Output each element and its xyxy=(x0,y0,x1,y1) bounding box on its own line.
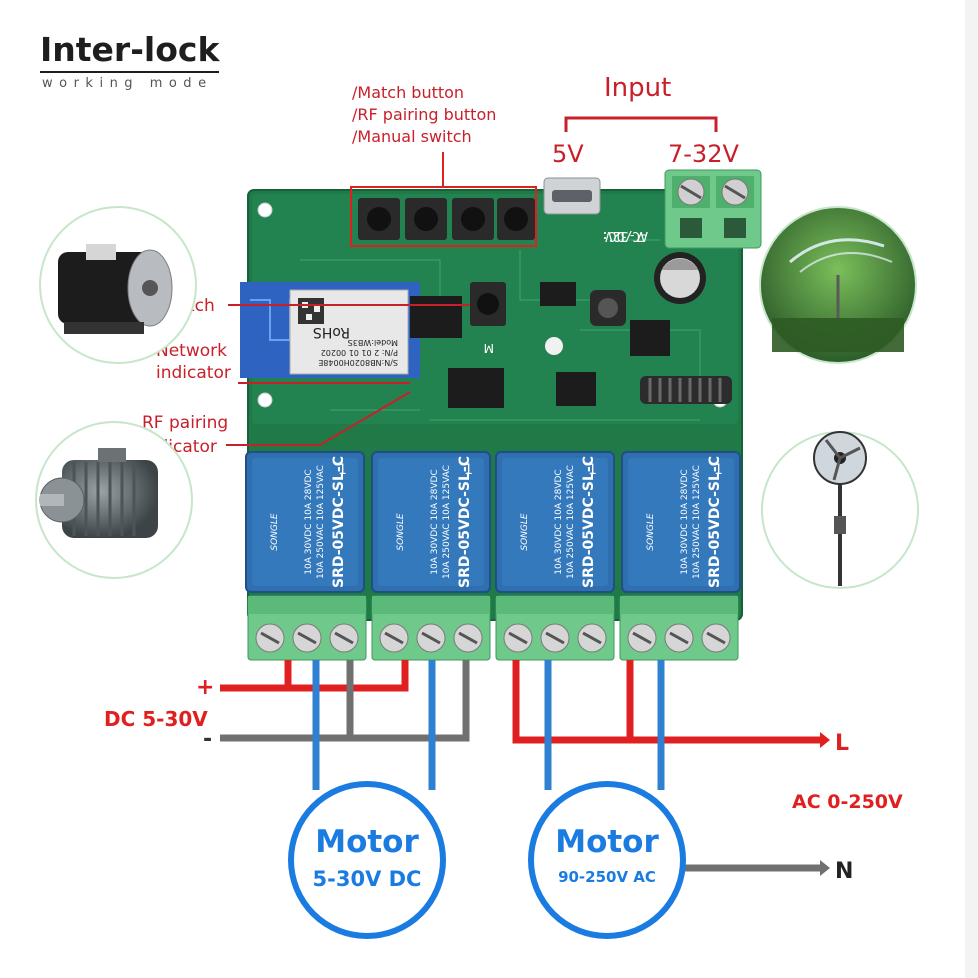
l-label: L xyxy=(835,731,849,756)
input-5v-label: 5V xyxy=(552,140,584,168)
page-edge xyxy=(965,0,978,978)
relay-number: 1 xyxy=(464,462,473,478)
relay-number: 1 xyxy=(714,462,723,478)
network-indicator-label-2: indicator xyxy=(156,363,231,383)
n-label: N xyxy=(835,859,853,884)
input-7-32v-label: 7-32V xyxy=(668,140,739,168)
pcb-silk-m: M xyxy=(484,341,494,355)
dc-motor-icon xyxy=(39,206,197,364)
rf-antenna-coil xyxy=(640,376,732,404)
relay-rating-2: 10A 30VDC 10A 28VDC xyxy=(304,469,314,574)
manual-switch-label: /Manual switch xyxy=(352,127,472,146)
rf-indicator-leader-diag xyxy=(319,391,411,446)
motor-ac-title: Motor xyxy=(555,824,659,860)
input-label: Input xyxy=(604,73,671,103)
ac-voltage-label: AC 0-250V xyxy=(792,791,903,813)
wire-dc-minus xyxy=(220,660,470,742)
relay-rating-1: 10A 250VAC 10A 125VAC xyxy=(316,465,326,579)
relay-number: 1 xyxy=(338,462,347,478)
wire-dc-plus xyxy=(220,660,409,692)
pcb-silk-ac-dc: AC/DC: xyxy=(601,228,648,243)
arrow-n xyxy=(820,860,830,876)
dc-voltage-label: DC 5-30V xyxy=(104,707,208,731)
button-row xyxy=(358,198,535,240)
motor-dc-spec: 5-30V DC xyxy=(313,867,422,891)
relay-rating-1: 10A 250VAC 10A 125VAC xyxy=(566,465,576,579)
ac-motor-icon xyxy=(35,421,193,579)
module-sn: S/N:NB8020H0048E xyxy=(318,358,398,367)
match-button-label: /Match button xyxy=(352,83,464,102)
arrow-l xyxy=(820,732,830,748)
module-model: Model:WB3S xyxy=(348,338,398,347)
relay-brand: SONGLE xyxy=(270,513,280,551)
terminal-block-1 xyxy=(247,595,367,661)
relay-rating-1: 10A 250VAC 10A 125VAC xyxy=(442,465,452,579)
page-subtitle: working mode xyxy=(42,76,213,91)
dc-plus-label: + xyxy=(196,675,214,700)
relay-model-text: SRD-05VDC-SL-C xyxy=(457,456,473,588)
micro-usb-icon xyxy=(543,177,601,215)
capacitor xyxy=(654,252,706,304)
fan-icon xyxy=(761,431,919,589)
terminal-block-2 xyxy=(371,595,491,661)
input-bracket xyxy=(564,116,718,132)
page-title: Inter-lock xyxy=(40,30,220,73)
terminal-block-3 xyxy=(495,595,615,661)
module-rohs: RoHS xyxy=(313,324,350,340)
rf-indicator-label-1: RF pairing xyxy=(142,413,228,433)
relay-rating-1: 10A 250VAC 10A 125VAC xyxy=(692,465,702,579)
screw-terminal-icon xyxy=(664,169,762,249)
rf-pairing-button-label: /RF pairing button xyxy=(352,105,496,124)
terminal-block-group xyxy=(247,595,739,661)
network-indicator-label-1: Network xyxy=(156,341,227,361)
relay-rating-2: 10A 30VDC 10A 28VDC xyxy=(430,469,440,574)
relay-model-text: SRD-05VDC-SL-C xyxy=(331,456,347,588)
wires xyxy=(220,660,820,872)
relay-rating-2: 10A 30VDC 10A 28VDC xyxy=(680,469,690,574)
relay-brand: SONGLE xyxy=(396,513,406,551)
motor-dc-title: Motor xyxy=(315,824,419,860)
wifi-module: RoHS P/N: 2 01 01 00202 S/N:NB8020H0048E… xyxy=(240,282,420,378)
motor-ac-spec: 90-250V AC xyxy=(558,868,656,886)
module-pn: P/N: 2 01 01 00202 xyxy=(321,348,398,357)
relay-model-text: SRD-05VDC-SL-C xyxy=(707,456,723,588)
relay-model-text: SRD-05VDC-SL-C xyxy=(581,456,597,588)
pcb-silk-voltage: 7-32V xyxy=(605,228,644,243)
sprinkler-icon xyxy=(759,206,917,364)
motor-dc: Motor 5-30V DC xyxy=(288,781,446,939)
relay-number: 1 xyxy=(588,462,597,478)
relay-brand: SONGLE xyxy=(646,513,656,551)
relay-rating-2: 10A 30VDC 10A 28VDC xyxy=(554,469,564,574)
relay-brand: SONGLE xyxy=(520,513,530,551)
inductor xyxy=(590,290,626,326)
ic-chips xyxy=(410,282,670,408)
wire-ac-l xyxy=(512,660,820,744)
dc-minus-label: - xyxy=(203,727,212,752)
motor-ac: Motor 90-250V AC xyxy=(528,781,686,939)
terminal-block-4 xyxy=(619,595,739,661)
